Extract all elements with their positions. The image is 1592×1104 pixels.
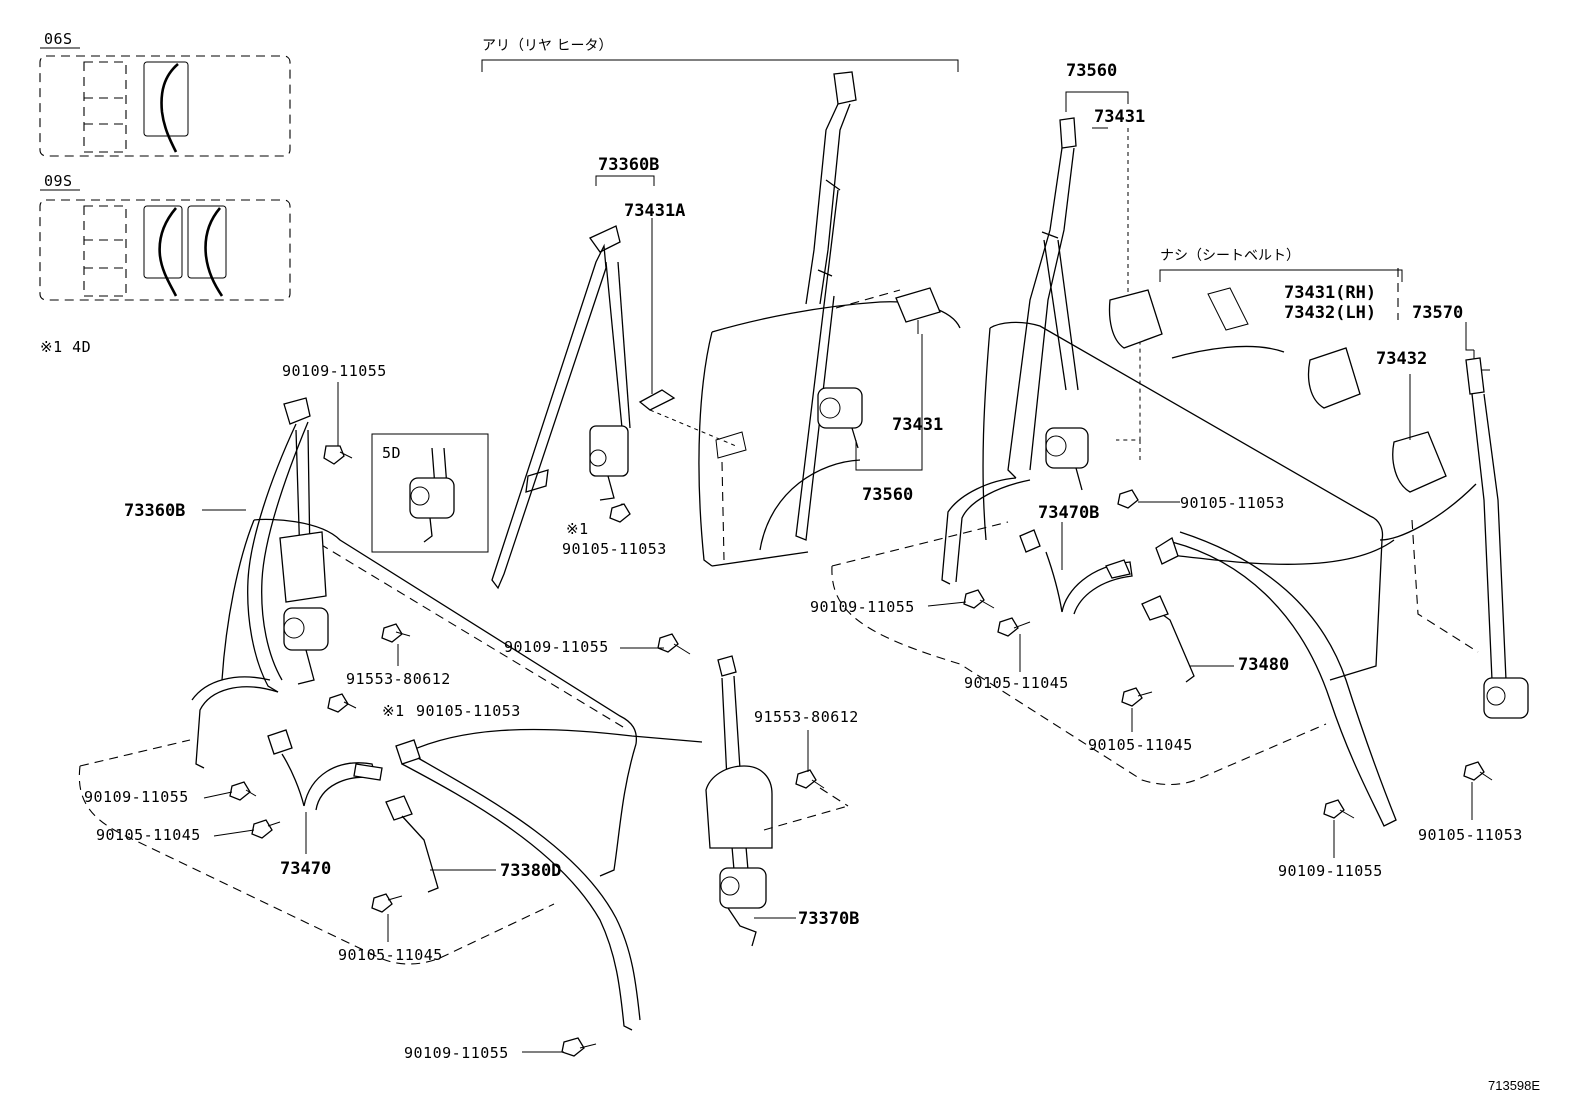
bolt-icon [561,1037,597,1057]
bolt-icon [327,693,357,713]
right-belt-assembly [1007,91,1163,491]
inset-5d-label: 5D [382,444,401,462]
left-belt-73370B [705,655,849,947]
label-73370B: 73370B [798,909,859,929]
bolt-label-90109-11055-f: 90109-11055 [1278,862,1383,880]
left-seat-outline [78,518,638,965]
bolt-icon [1463,761,1493,781]
bolt-label-90109-11055-c: 90109-11055 [84,788,189,806]
bolt-label-90109-11055-b: 90109-11055 [504,638,609,656]
label-73470B: 73470B [1038,503,1099,523]
bolt-icon [1117,489,1139,509]
bolt-label-90105-11053-c: 90105-11053 [416,702,521,720]
variant-06s-box: 06S [39,30,291,157]
bolt-label-91553-80612-b: 91553-80612 [754,708,859,726]
right-belt-73570 [941,287,1529,827]
label-73360B-top: 73360B [598,155,659,175]
label-73431-top: 73431 [1094,107,1145,127]
label-73360B-left: 73360B [124,501,185,521]
bolt-icon [251,819,281,839]
bracket-without-belt [1159,269,1403,282]
bolt-label-90105-11045-c: 90105-11045 [964,674,1069,692]
center-belt-73560 [795,71,941,541]
label-73432-lh: 73432(LH) [1284,303,1376,323]
left-belt-73360B [191,397,703,1031]
bolt-label-91553-80612-a: 91553-80612 [346,670,451,688]
center-top-belt-assembly [491,225,747,590]
label-73560-mid: 73560 [862,485,913,505]
leader-lines [202,127,1474,1053]
bolt-icon [795,769,825,789]
bolt-icon [371,893,403,913]
mark1-a: ※1 [566,520,589,538]
mark1-b: ※1 [382,702,405,720]
bolt-icon [1323,799,1355,819]
bolt-icon [963,589,995,609]
bolt-icon [997,617,1031,637]
bracket-with-heater [481,59,959,72]
bolt-label-90109-11055-d: 90109-11055 [404,1044,509,1062]
label-73560-top: 73560 [1066,61,1117,81]
variant-09s-box: 09S [39,172,291,301]
center-seat-outline [698,289,961,567]
figure-id: 713598E [1488,1078,1540,1093]
bolt-icon [1121,687,1153,707]
label-73470: 73470 [280,859,331,879]
label-73431A: 73431A [624,201,685,221]
bolt-label-90105-11045-b: 90105-11045 [338,946,443,964]
variant-06s-label: 06S [44,30,73,48]
label-73570: 73570 [1412,303,1463,323]
label-73431-mid: 73431 [892,415,943,435]
bolt-icon [657,633,691,655]
bolt-label-90105-11053-a: 90105-11053 [1180,494,1285,512]
right-seat-outline [831,268,1479,786]
bolt-label-90109-11055-a: 90109-11055 [282,362,387,380]
header-without-seatbelt: ナシ（シートベルト） [1160,248,1300,264]
bolt-label-90105-11053-b: 90105-11053 [562,540,667,558]
bolt-label-90105-11045-d: 90105-11045 [1088,736,1193,754]
bolt-label-90105-11045-a: 90105-11045 [96,826,201,844]
inset-5d: 5D [371,433,489,553]
bolt-icon [609,503,631,523]
label-73480: 73480 [1238,655,1289,675]
bolt-icons [229,445,1493,1057]
label-73431-rh: 73431(RH) [1284,283,1376,303]
label-73432: 73432 [1376,349,1427,369]
bolt-label-90109-11055-e: 90109-11055 [810,598,915,616]
bolt-label-90105-11053-d: 90105-11053 [1418,826,1523,844]
variant-09s-label: 09S [44,172,73,190]
bolt-icon [381,623,411,643]
bolt-icon [323,445,353,465]
label-73380D: 73380D [500,861,561,881]
header-with-rear-heater: アリ（リヤ ヒータ） [482,38,612,54]
part-labels: 73360B 73431A 73560 73431 73431 73560 73… [84,61,1523,1062]
note-4d: ※1 4D [40,338,91,356]
bolt-icon [229,781,257,801]
